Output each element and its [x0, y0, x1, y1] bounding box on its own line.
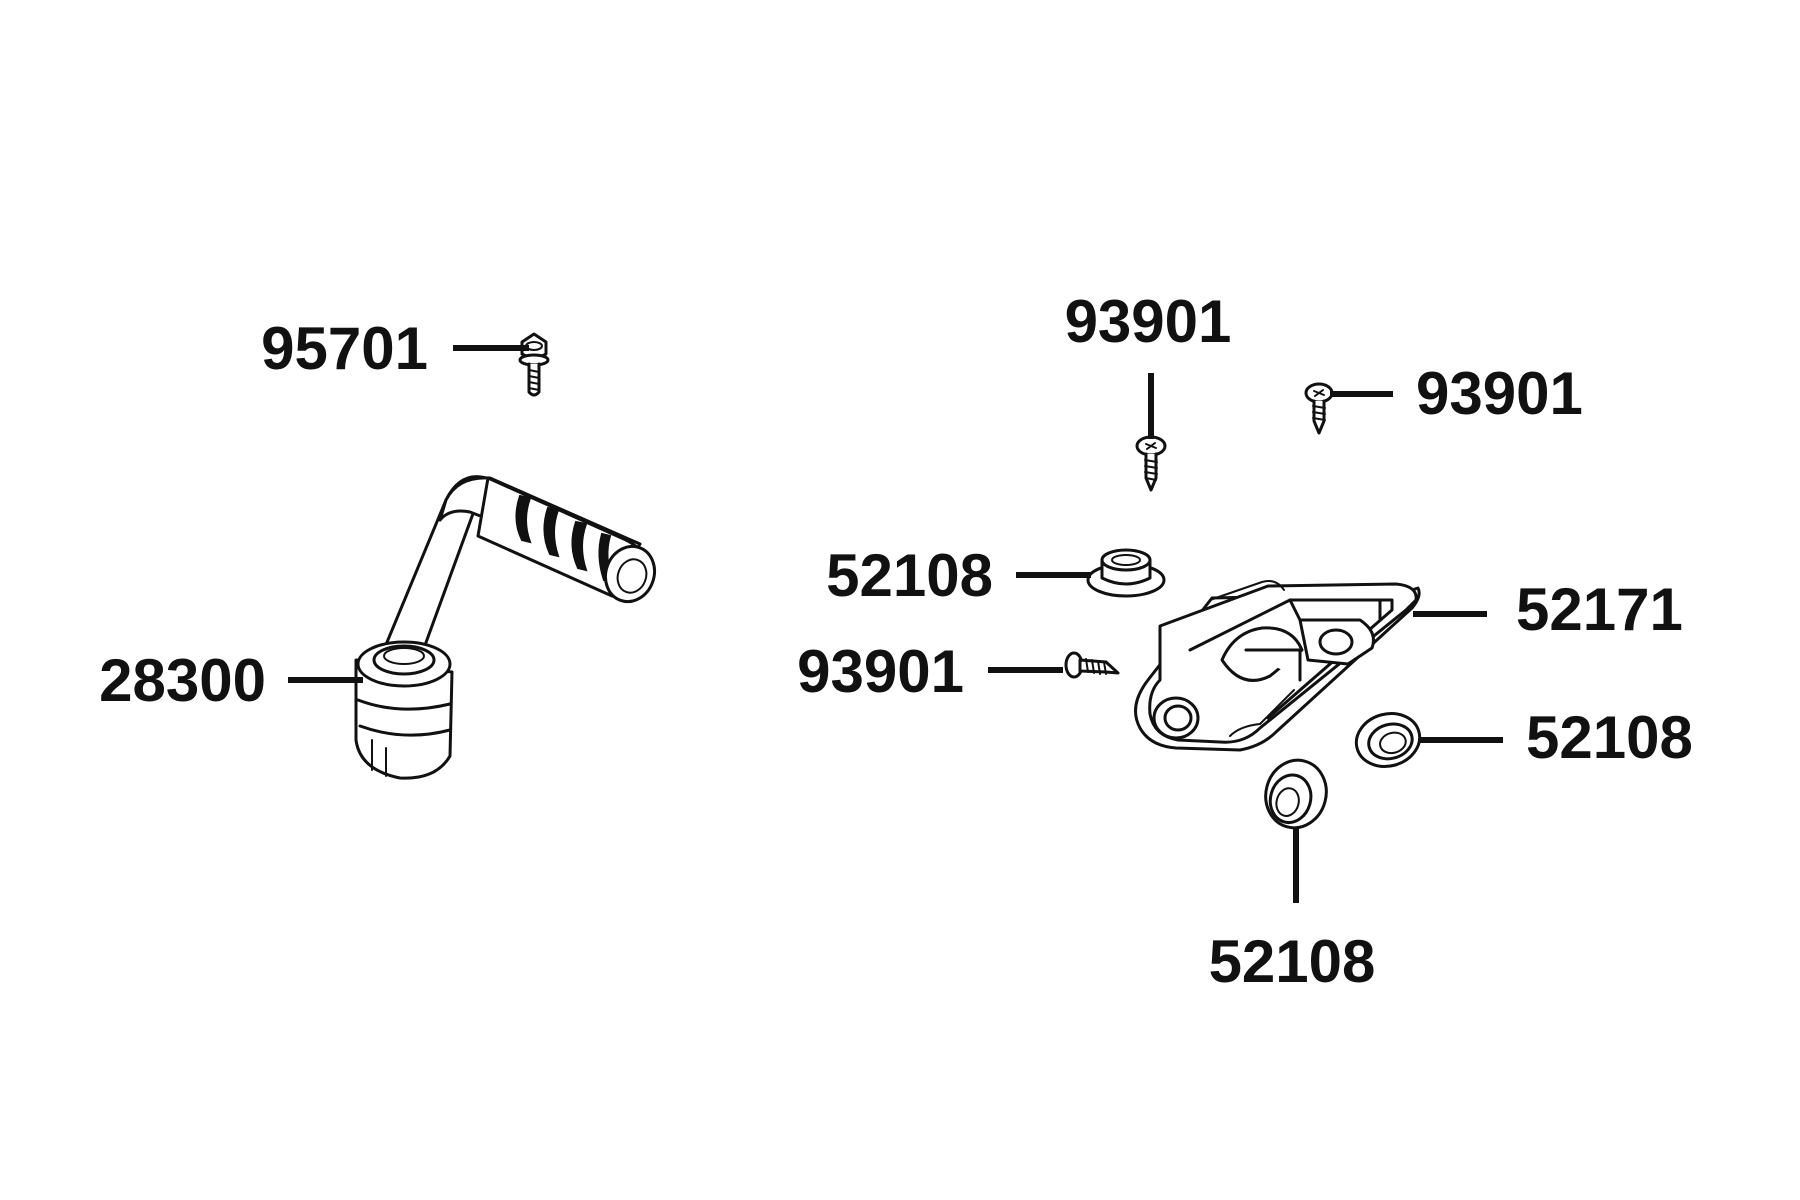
callout-52108-right: 52108: [1526, 704, 1693, 771]
cover-drawing: [1134, 580, 1421, 752]
callout-labels: 95701 28300 93901 93901 52108 93901 5217…: [99, 288, 1693, 995]
callout-28300: 28300: [99, 647, 266, 714]
kick-start-lever-drawing: [354, 475, 657, 780]
callout-93901-middle: 93901: [797, 638, 964, 705]
grommet-drawing-top: [1086, 548, 1166, 598]
callout-52108-top: 52108: [826, 542, 993, 609]
grommet-drawing-bottom: [1264, 758, 1328, 830]
callout-52171: 52171: [1516, 576, 1683, 643]
grommet-drawing-right: [1354, 712, 1422, 768]
tapping-screw-drawing-2: [1304, 382, 1334, 435]
grip-ridges: [515, 494, 614, 584]
callout-93901-top: 93901: [1065, 288, 1232, 355]
callout-52108-bottom: 52108: [1209, 928, 1376, 995]
tapping-screw-drawing-3: [1064, 651, 1120, 679]
callout-95701: 95701: [261, 315, 428, 382]
leader-lines: [288, 345, 1503, 903]
tapping-screw-drawing-1: [1135, 435, 1167, 492]
callout-93901-right: 93901: [1416, 360, 1583, 427]
flange-bolt-drawing: [518, 332, 550, 397]
